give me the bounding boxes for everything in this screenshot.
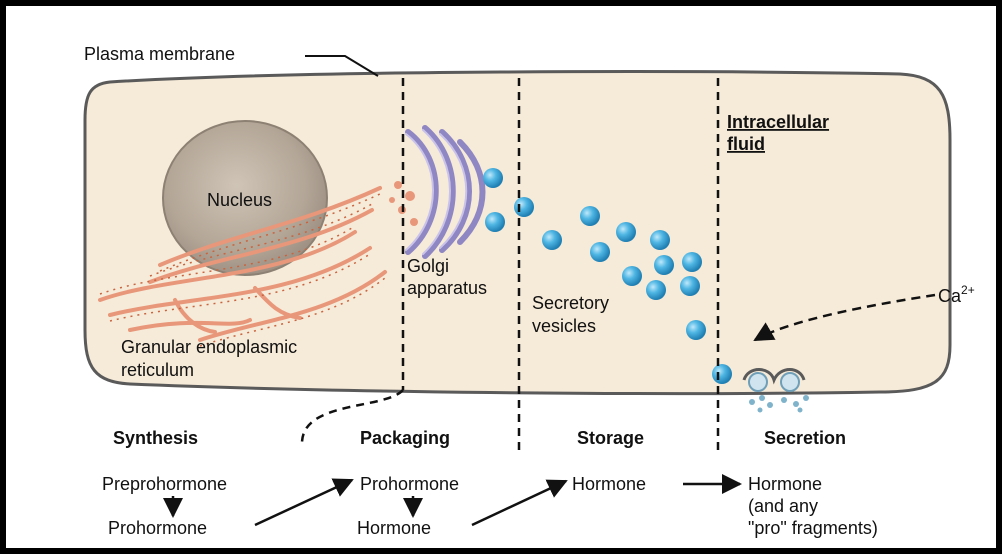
golgi-label-2: apparatus — [407, 278, 487, 298]
stage-storage: Storage — [577, 428, 644, 448]
golgi-label-1: Golgi — [407, 256, 449, 276]
vesicles-label-1: Secretory — [532, 293, 609, 313]
flow-hormone-2: Hormone — [572, 474, 646, 494]
flow-preprohormone: Preprohormone — [102, 474, 227, 494]
flow-hormone-1: Hormone — [357, 518, 431, 538]
icf-label-1: Intracellular — [727, 112, 829, 132]
stage-secretion: Secretion — [764, 428, 846, 448]
flow-prohormone-1: Prohormone — [108, 518, 207, 538]
er-label-1: Granular endoplasmic — [121, 337, 297, 357]
vesicles-label-2: vesicles — [532, 316, 596, 336]
nucleus-label: Nucleus — [207, 190, 272, 210]
flow-hormone-3: Hormone — [748, 474, 822, 494]
stage-synthesis: Synthesis — [113, 428, 198, 448]
stage-packaging: Packaging — [360, 428, 450, 448]
plasma-membrane-label: Plasma membrane — [84, 44, 235, 64]
calcium-label: Ca2+ — [938, 283, 975, 306]
flow-prohormone-2: Prohormone — [360, 474, 459, 494]
icf-label-2: fluid — [727, 134, 765, 154]
er-label-2: reticulum — [121, 360, 194, 380]
flow-fragments-1: (and any — [748, 496, 818, 516]
flow-fragments-2: "pro" fragments) — [748, 518, 878, 538]
